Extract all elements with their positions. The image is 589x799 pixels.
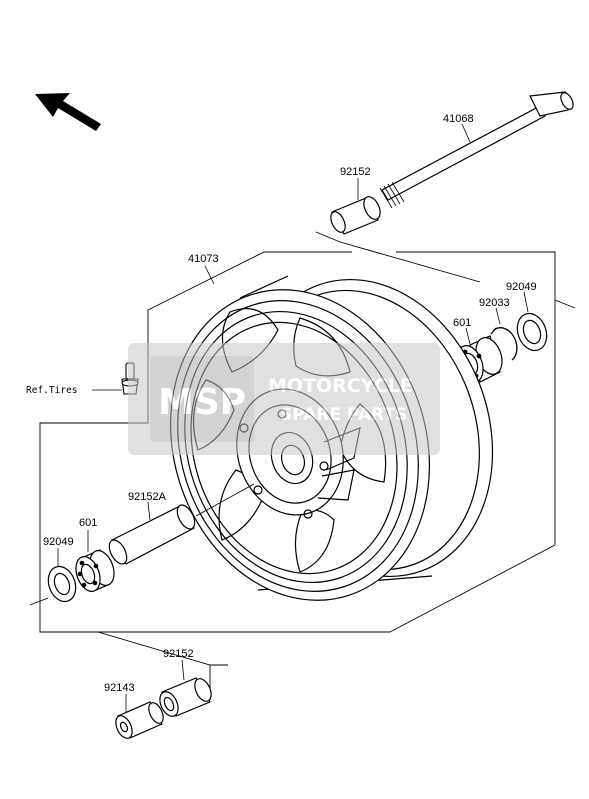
bracket-right: [315, 231, 576, 633]
bearing-left: [75, 549, 115, 592]
collar-right: [330, 196, 381, 235]
bracket-bottom: [97, 631, 228, 690]
label-axle: 41068: [443, 113, 474, 125]
label-distance-collar: 92152A: [128, 491, 167, 503]
label-bearing-right: 601: [453, 317, 471, 329]
collar-left: [159, 677, 212, 717]
label-collar-left: 92152: [163, 648, 194, 660]
watermark: MSP MOTORCYCLE SPARE PARTS: [128, 343, 440, 455]
axle: [379, 91, 574, 209]
label-seal-right: 92049: [506, 281, 537, 293]
label-seal-left: 92049: [43, 536, 74, 548]
distance-collar: [108, 504, 196, 565]
label-bearing-left: 601: [79, 517, 97, 529]
watermark-line2: SPARE PARTS: [280, 405, 407, 425]
seal-left: [47, 565, 77, 603]
label-ref-tires: Ref.Tires: [26, 385, 77, 396]
watermark-line1: MOTORCYCLE: [268, 375, 413, 397]
label-circlip: 92033: [479, 297, 510, 309]
collar-small: [115, 701, 164, 739]
direction-arrow-icon: [35, 93, 101, 131]
label-collar-right: 92152: [340, 166, 371, 178]
seal-right: [516, 312, 548, 352]
label-wheel: 41073: [188, 253, 219, 265]
label-collar-small: 92143: [104, 682, 135, 694]
watermark-logo: MSP: [158, 382, 246, 423]
circlip: [490, 327, 518, 361]
